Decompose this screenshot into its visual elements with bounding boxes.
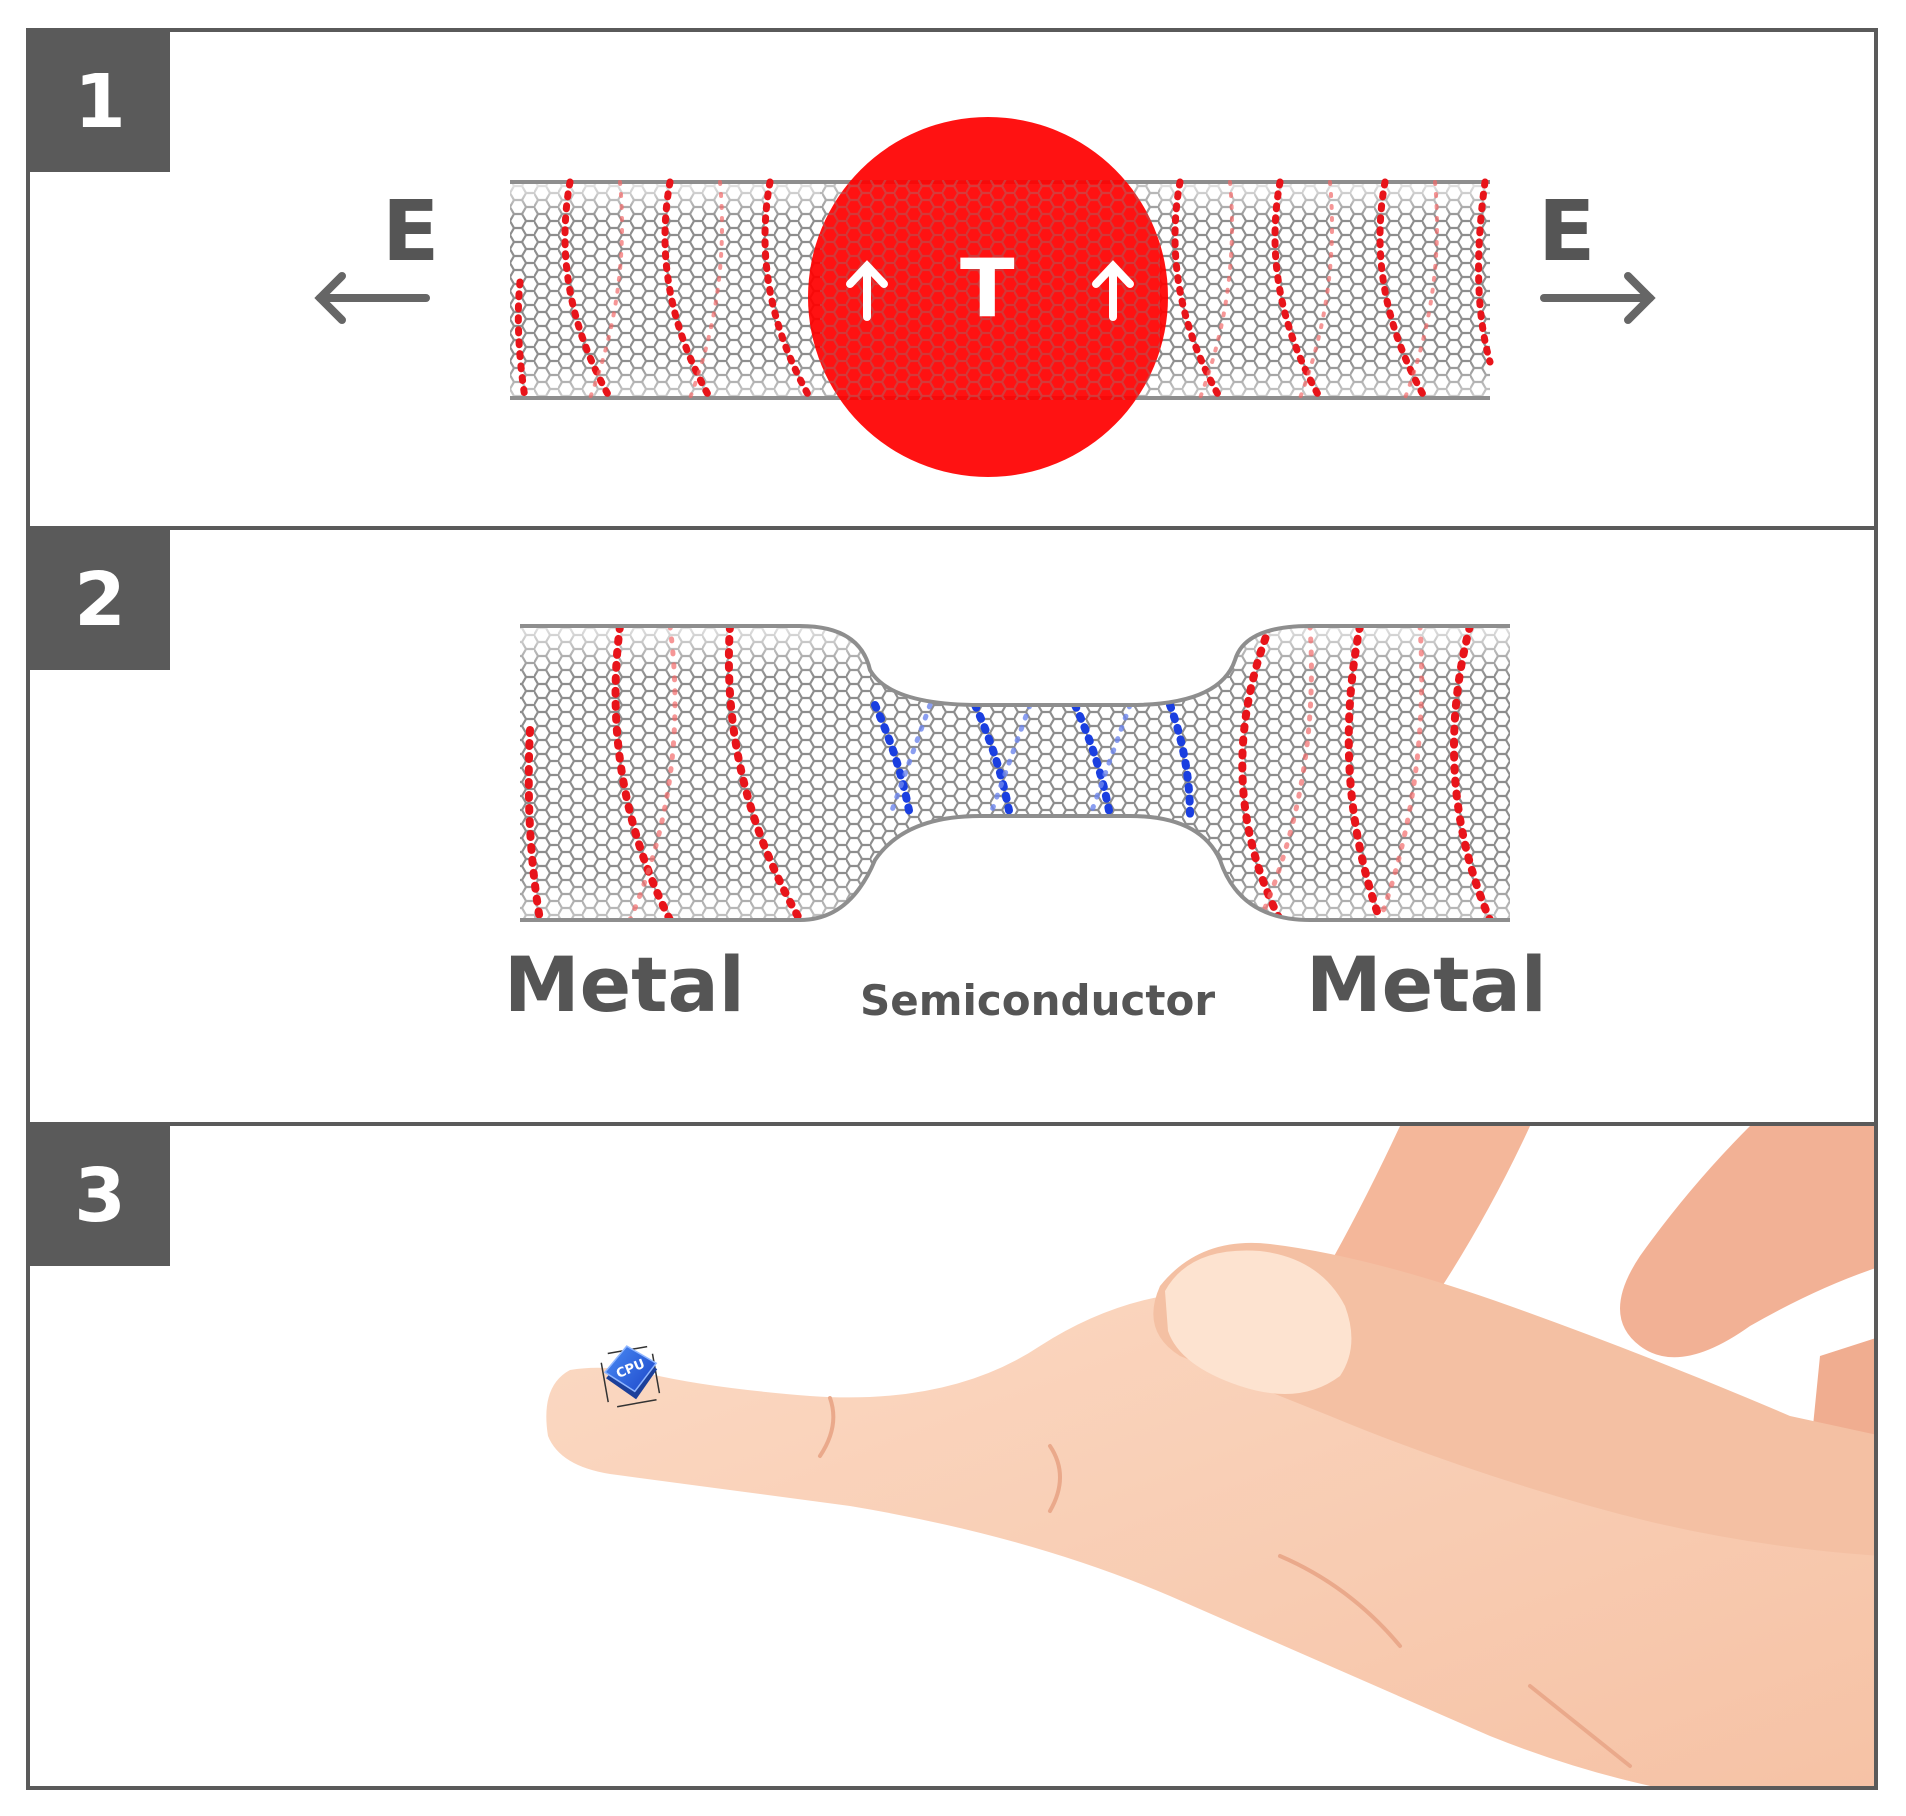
arrow-left-icon [314,272,430,324]
metal-semiconductor-junction-illustration [520,624,1510,922]
arrow-up-icon [1092,260,1134,321]
field-label-right: E [1538,182,1596,280]
panel-number-2: 2 [30,530,170,670]
panel-2: 2 [26,526,1878,1126]
panel-1: 1 [26,28,1878,530]
temperature-label: T [960,242,1015,335]
arrow-right-icon [1540,272,1656,324]
semiconductor-label: Semiconductor [860,976,1216,1025]
panel-number-1: 1 [30,32,170,172]
panel-number-3: 3 [30,1126,170,1266]
metal-label-left: Metal [504,940,745,1029]
field-label-left: E [382,182,440,280]
metal-label-right: Metal [1306,940,1547,1029]
hand-illustration: CPU [546,1126,1874,1786]
cpu-chip-icon: CPU [600,1345,661,1408]
heated-nanotube-illustration [314,117,1656,477]
arrow-up-icon [846,260,888,321]
panel-3: 3 CPU [26,1122,1878,1790]
nanotube-2 [520,626,1510,920]
